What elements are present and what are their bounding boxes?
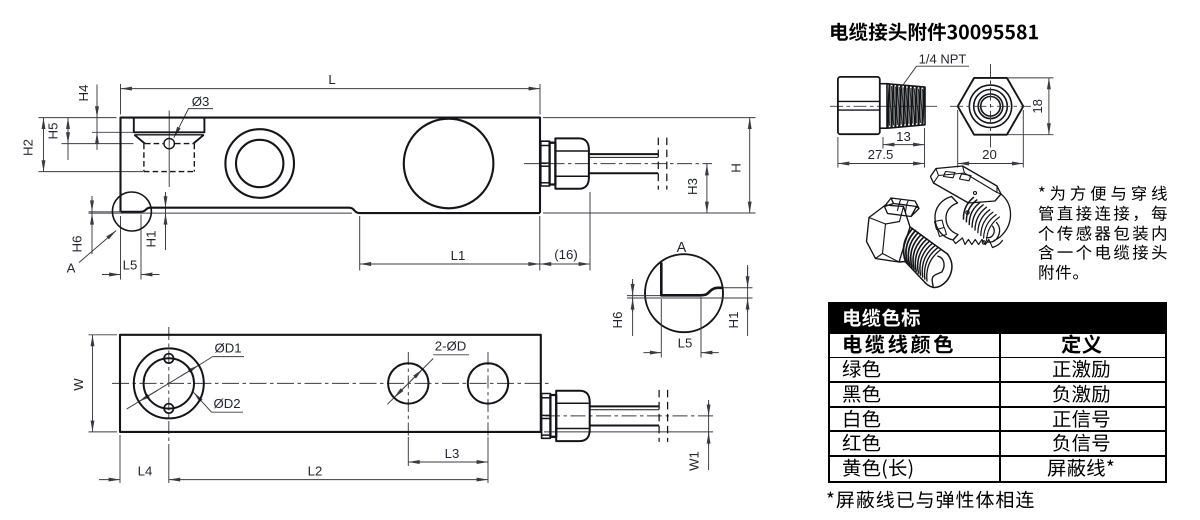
dim-H6: H6 [70,236,85,253]
cable-gland-side [539,137,668,190]
dim-L1: L1 [451,248,466,263]
dim-D1: ØD1 [214,340,241,355]
cell-color [842,458,915,479]
cell-color [842,384,882,405]
cell-definition [1052,384,1111,405]
dim-L3: L3 [445,446,460,461]
table-column-divider [999,333,1002,481]
dim-H2: H2 [21,139,36,156]
connector-isometric-sketch [865,165,1012,289]
table-row [830,383,1165,406]
table-row-line [830,381,1165,384]
detail-a-view [627,253,753,358]
dim-W1: W1 [687,451,702,471]
table-col-header-def [1061,334,1103,356]
cell-definition [1047,458,1116,479]
note-line-3 [1038,225,1170,243]
cable-gland-top [540,389,669,443]
dim-L5: L5 [123,258,138,273]
cell-color [842,433,882,454]
cell-color [842,409,882,430]
connector-end-view [950,64,1054,168]
table-footnote [826,490,1036,511]
table-title-band [830,304,1165,334]
dim-npt: 1/4 NPT [919,52,967,67]
note-line-4 [1038,244,1170,262]
table-row [830,432,1165,455]
table-title [842,308,921,329]
dim-W: W [71,378,86,391]
cell-definition [1052,359,1111,380]
dim-H4: H4 [76,85,91,102]
detail-dim-H1: H1 [726,312,741,329]
connector-accessory-title [829,22,1040,43]
table-row-line [830,356,1165,359]
dim-L4: L4 [138,463,153,478]
dim-dia3: Ø3 [192,94,210,109]
detail-dim-H6: H6 [610,312,625,329]
cell-definition [1052,433,1111,454]
table-row-line [830,405,1165,408]
dim-13: 13 [896,129,911,144]
cell-color [842,359,882,380]
table-row-line [830,455,1165,457]
note-line-5 [1038,264,1090,282]
dim-27-5: 27.5 [868,147,894,162]
cell-definition [1052,409,1111,430]
top-view [88,327,713,483]
table-row-line [830,430,1165,433]
connector-side-view [830,65,969,168]
note-line-2 [1038,205,1170,223]
table-col-header-color [842,334,956,356]
dim-H: H [729,163,744,173]
dim-H5: H5 [46,123,61,140]
detail-a-title: A [677,240,687,256]
table-row [830,358,1165,381]
dim-D2: ØD2 [213,396,240,411]
dim-2xD: 2-ØD [435,339,467,354]
note-line-1 [1038,185,1172,203]
label-A-side: A [67,261,76,276]
table-header-row [830,334,1165,357]
dim-H3: H3 [685,178,700,195]
side-view [38,84,756,280]
table-row [830,408,1165,431]
dim-16: (16) [554,247,577,262]
dim-L2: L2 [308,463,323,478]
table-row [830,457,1165,479]
cable-color-table [828,302,1167,483]
dim-L: L [328,72,335,87]
detail-dim-L5: L5 [678,336,693,351]
dim-20: 20 [982,147,997,162]
dim-H1: H1 [144,231,159,248]
dim-18: 18 [1030,99,1045,114]
